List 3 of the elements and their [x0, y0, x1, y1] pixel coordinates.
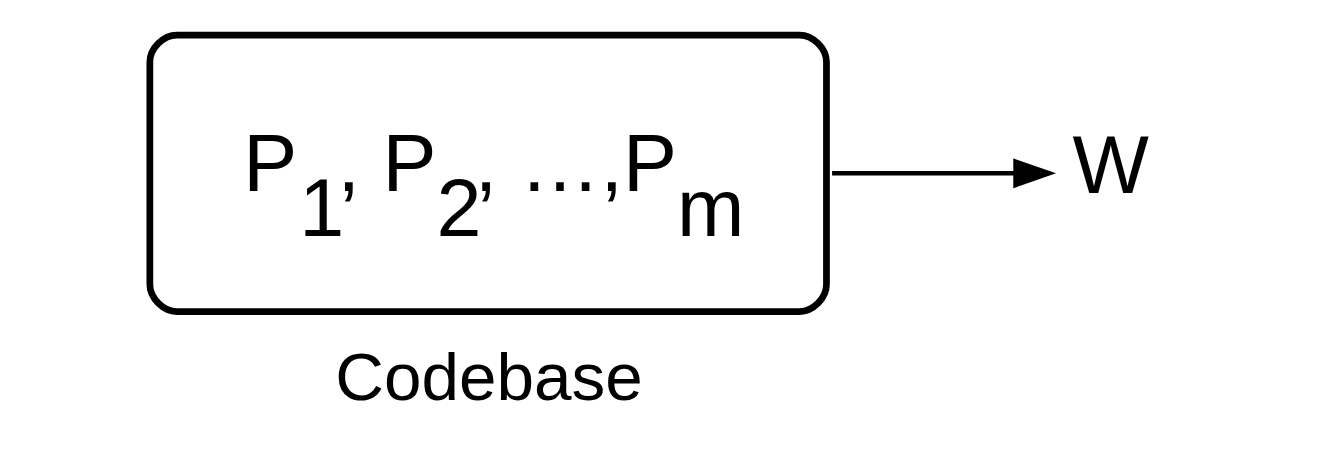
node-text: W: [1072, 120, 1149, 211]
node-label: Codebase: [334, 339, 643, 415]
arrow: [831, 158, 1056, 189]
